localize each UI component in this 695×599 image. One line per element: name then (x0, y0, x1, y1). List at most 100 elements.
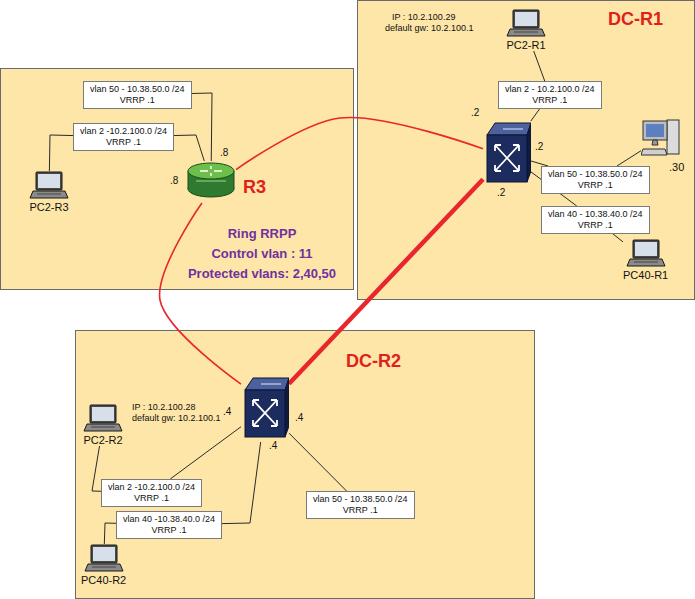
laptop-icon (83, 404, 123, 434)
network-device: .2.2.2 (483, 121, 531, 187)
lan-wire (222, 442, 261, 524)
icon-part (188, 163, 234, 179)
lan-wire (192, 93, 212, 161)
lan-wire (531, 109, 540, 121)
vlan-text: vlan 50 - 10.38.50.0 /24 (90, 84, 185, 95)
icon-part (487, 123, 531, 135)
host-name: .30 (669, 161, 684, 173)
vlan-box: vlan 50 - 10.38.50.0 /24VRRP .1 (541, 166, 650, 194)
lan-wire (613, 234, 623, 242)
icon-part (245, 390, 285, 437)
vlan-text: VRRP .1 (80, 137, 167, 148)
ring-link (289, 179, 483, 383)
lan-wire (49, 135, 73, 171)
interface-address: .4 (269, 440, 277, 451)
host-computer: PC2-R1 (506, 9, 546, 51)
icon-part (245, 378, 289, 390)
icon-part (515, 12, 537, 26)
icon-part (634, 262, 658, 263)
interface-address: .2 (497, 187, 505, 198)
network-device: .4.4.4 (241, 376, 289, 442)
vlan-text: vlan 40 - 10.38.40.0 /24 (548, 209, 643, 220)
vlan-text: VRRP .1 (548, 220, 643, 231)
interface-address: .2 (471, 107, 479, 118)
host-name: PC40-R2 (81, 574, 126, 586)
ring-note: Protected vlans: 2,40,50 (188, 266, 336, 281)
interface-address: .4 (295, 412, 303, 423)
switch-icon (483, 121, 531, 183)
ring-note: Ring RRPP (228, 226, 297, 241)
icon-part (92, 567, 116, 568)
host-computer: PC2-R2 (83, 404, 123, 446)
vlan-text: vlan 40 -10.38.40.0 /24 (123, 514, 215, 525)
icon-part (646, 124, 664, 137)
interface-address: .8 (170, 175, 178, 186)
icon-part (200, 166, 222, 176)
icon-part (91, 427, 115, 428)
icon-part (527, 123, 531, 182)
vlan-text: vlan 50 - 10.38.50.0 /24 (548, 169, 643, 180)
interface-address: .2 (535, 141, 543, 152)
router-icon (186, 161, 236, 199)
vlan-box: vlan 40 -10.38.40.0 /24VRRP .1 (116, 511, 222, 539)
icon-part (196, 181, 226, 182)
icon-part (627, 259, 665, 266)
vlan-box: vlan 40 - 10.38.40.0 /24VRRP .1 (541, 206, 650, 234)
vlan-text: VRRP .1 (505, 95, 595, 106)
interface-address: .4 (223, 406, 231, 417)
host-computer: .30 (641, 117, 681, 159)
icon-part (507, 29, 545, 36)
laptop-icon (29, 171, 69, 201)
host-name: PC2-R2 (83, 434, 122, 446)
icon-part (514, 32, 538, 33)
interface-address: .8 (220, 147, 228, 158)
vlan-box: vlan 2 -10.2.100.0 /24VRRP .1 (101, 479, 202, 507)
site-area: DC-R1PC2-R1vlan 2 - 10.2.100.0 /24VRRP .… (357, 0, 695, 300)
icon-part (85, 564, 123, 571)
icon-part (667, 120, 679, 154)
host-computer: PC40-R1 (623, 239, 668, 281)
icon-part (92, 407, 114, 421)
site-area: DC-R2PC2-R2vlan 2 -10.2.100.0 /24VRRP .1… (75, 330, 535, 599)
vlan-text: vlan 2 - 10.2.100.0 /24 (505, 84, 595, 95)
lan-wire (92, 446, 101, 491)
icon-part (30, 191, 68, 198)
icon-part (285, 378, 289, 437)
vlan-text: vlan 2 -10.2.100.0 /24 (108, 482, 195, 493)
site-name: DC-R2 (346, 351, 401, 372)
icon-part (641, 149, 667, 155)
laptop-icon (506, 9, 546, 39)
lan-wire (534, 51, 545, 81)
vlan-box: vlan 2 -10.2.100.0 /24VRRP .1 (73, 123, 174, 151)
vlan-text: VRRP .1 (90, 95, 185, 106)
ring-note: Control vlan : 11 (211, 246, 312, 261)
icon-part (84, 424, 122, 431)
laptop-icon (84, 544, 124, 574)
site-name: R3 (243, 177, 266, 198)
icon-part (90, 405, 116, 423)
icon-part (643, 121, 667, 140)
lan-wire (617, 151, 641, 166)
vlan-text: VRRP .1 (548, 180, 643, 191)
icon-part (635, 242, 657, 256)
host-name: PC40-R1 (623, 269, 668, 281)
vlan-text: VRRP .1 (313, 505, 408, 516)
icon-part (36, 172, 62, 190)
icon-part (495, 145, 519, 171)
host-name: PC2-R3 (29, 201, 68, 213)
desktop-icon (641, 117, 681, 159)
host-note: IP : 10.2.100.29 (392, 12, 455, 22)
site-name: DC-R1 (608, 9, 663, 30)
icon-part (91, 545, 117, 563)
icon-part (513, 10, 539, 28)
network-device: .8.8 (186, 161, 236, 203)
ring-link (160, 203, 241, 384)
host-name: PC2-R1 (506, 39, 545, 51)
lan-wire (531, 172, 577, 206)
vlan-text: vlan 2 -10.2.100.0 /24 (80, 126, 167, 137)
host-computer: PC2-R3 (29, 171, 69, 213)
vlan-text: VRRP .1 (123, 525, 215, 536)
icon-part (38, 174, 60, 188)
ring-link (236, 117, 483, 169)
